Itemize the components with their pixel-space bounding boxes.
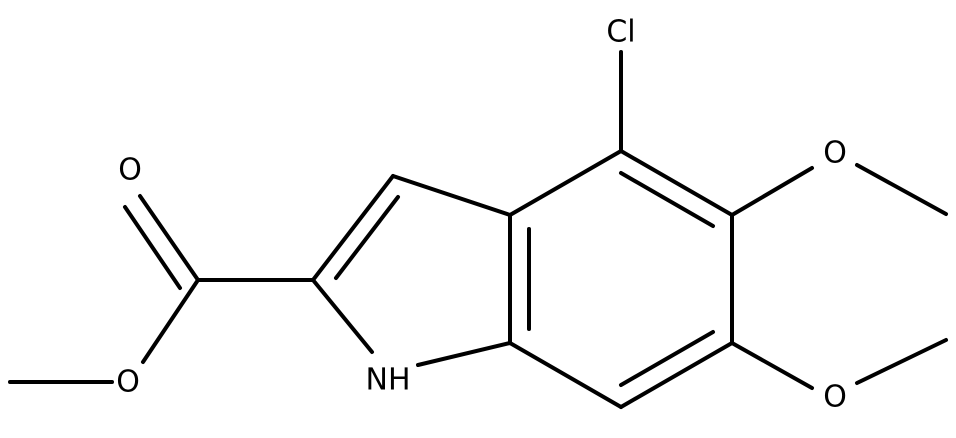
atom-carbonyl-oxygen-label: O (118, 153, 142, 188)
bond-layer (8, 50, 948, 409)
bond-c2-c3-inner (334, 195, 400, 280)
bond-c7-c7a (508, 341, 623, 409)
bond-c2-n (311, 278, 374, 354)
atom-chlorine-label: Cl (606, 15, 635, 50)
atom-methoxy5-oxygen-label: O (823, 136, 847, 171)
bond-c5-methoxy-oxygen (730, 166, 814, 217)
bond-c3a-c4 (508, 149, 623, 217)
atom-ester-oxygen-label: O (116, 365, 140, 400)
bond-methoxy5-methyl (855, 163, 948, 216)
atom-label-layer: Cl O O O O NH (116, 15, 847, 415)
bond-c4-c5 (619, 149, 734, 217)
bond-c6-methoxy-oxygen (730, 341, 814, 390)
bond-ester-oxygen-carbonyl (141, 278, 200, 364)
bond-c4-c5-inner (619, 171, 715, 228)
bond-carbonyl-double-a (138, 194, 200, 282)
bond-methoxy6-methyl (855, 338, 948, 385)
bond-c6-c7-inner (619, 330, 715, 387)
atom-methoxy6-oxygen-label: O (823, 380, 847, 415)
bond-c2-c3 (311, 174, 395, 282)
bond-n-c7a (416, 341, 512, 367)
bond-c3-c3a (391, 174, 512, 217)
atom-nh-label: NH (366, 363, 411, 398)
bond-carbonyl-double-b (123, 205, 182, 290)
bond-c6-c7 (619, 341, 734, 409)
